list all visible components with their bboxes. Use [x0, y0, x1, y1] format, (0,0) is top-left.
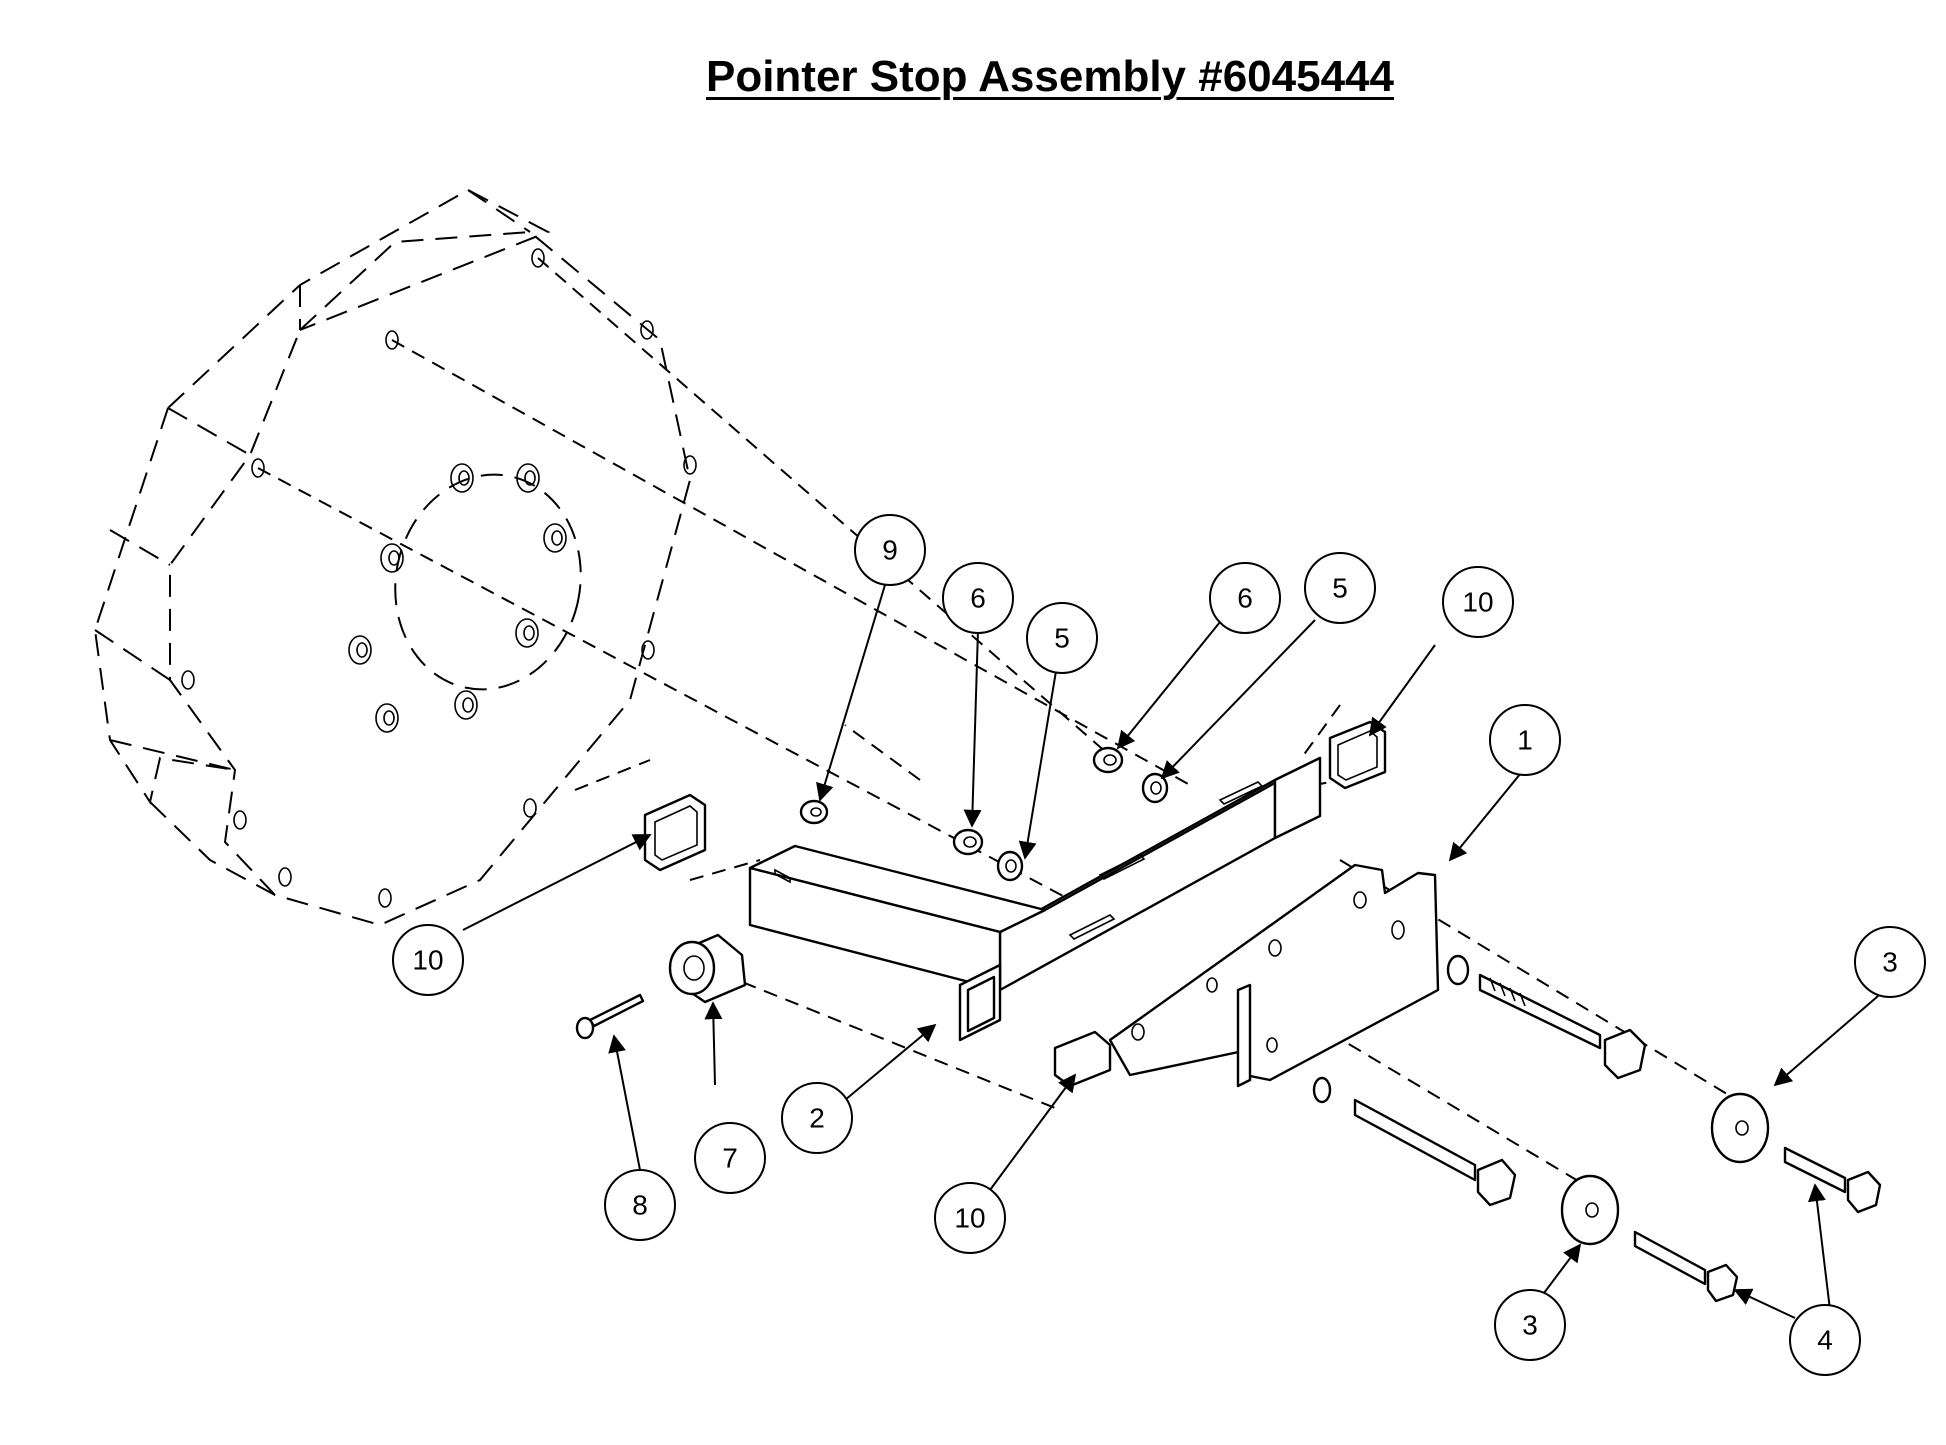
callout-3-lower: 3: [1494, 1289, 1566, 1361]
callout-label: 6: [970, 583, 986, 614]
fender-washer-3-lower: [1560, 1174, 1620, 1246]
callout-label: 10: [1462, 587, 1493, 618]
hex-nut-6-lower: [952, 828, 984, 856]
bracket-plate: [1108, 863, 1440, 1088]
callout-label: 5: [1054, 623, 1070, 654]
drawing-title: Pointer Stop Assembly #6045444: [705, 52, 1394, 101]
leader-lines: [462, 574, 1886, 1319]
callout-label: 1: [1517, 725, 1533, 756]
callout-10-lower: 10: [934, 1182, 1006, 1254]
callout-2: 2: [781, 1082, 853, 1154]
callout-6-upper: 6: [1209, 562, 1281, 634]
bolt-4-upper: [1783, 1146, 1882, 1214]
callout-1: 1: [1489, 704, 1561, 776]
callout-10-upper: 10: [1442, 566, 1514, 638]
bumper-pad-top: [1328, 720, 1387, 790]
callout-label: 6: [1237, 583, 1253, 614]
square-tube-weldment: [748, 756, 1322, 1042]
bumper-pad-front: [1053, 1030, 1112, 1088]
spacer-bushing-7: [668, 933, 747, 1004]
callout-label: 10: [412, 945, 443, 976]
fender-washer-3-upper: [1710, 1092, 1770, 1164]
bolt-with-lockwasher-upper: [1446, 954, 1647, 1080]
callout-8: 8: [604, 1169, 676, 1241]
screw-8: [575, 993, 645, 1040]
callout-label: 4: [1817, 1325, 1833, 1356]
callout-10-left: 10: [392, 924, 464, 996]
callout-6-lower: 6: [942, 562, 1014, 634]
callout-5-lower: 5: [1026, 602, 1098, 674]
callout-3-upper: 3: [1854, 926, 1926, 998]
callout-label: 9: [882, 535, 898, 566]
callout-label: 3: [1882, 947, 1898, 978]
callout-label: 5: [1332, 573, 1348, 604]
callout-label: 8: [632, 1190, 648, 1221]
callout-9: 9: [854, 514, 926, 586]
callout-label: 2: [809, 1103, 825, 1134]
washer-5-upper: [1141, 772, 1169, 804]
bolt-4-lower: [1633, 1230, 1739, 1303]
hex-nut-9: [799, 799, 829, 825]
callout-label: 3: [1522, 1310, 1538, 1341]
bumper-pad-left: [643, 793, 707, 872]
mounting-plate-phantom: [93, 188, 697, 927]
callout-label: 7: [722, 1143, 738, 1174]
bolt-with-lockwasher-lower: [1312, 1076, 1517, 1207]
callout-7: 7: [694, 1122, 766, 1194]
callout-label: 10: [954, 1203, 985, 1234]
callout-5-upper: 5: [1304, 552, 1376, 624]
washer-5-lower: [996, 850, 1024, 882]
callout-4: 4: [1789, 1304, 1861, 1376]
hex-nut-6-upper: [1092, 746, 1124, 774]
